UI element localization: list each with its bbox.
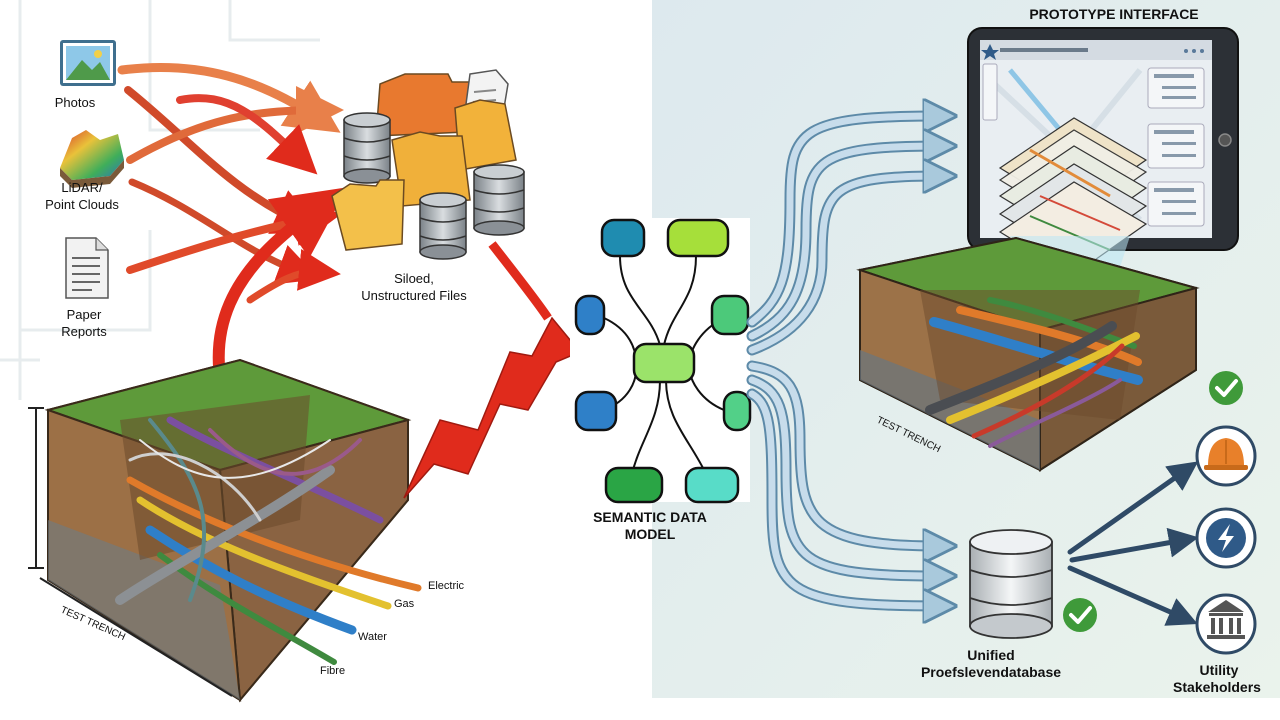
source-label-paper-line2: Reports bbox=[61, 324, 107, 339]
red-zigzag-arrow bbox=[403, 316, 582, 499]
database-label-line1: Unified bbox=[967, 647, 1014, 663]
model-node-center bbox=[632, 342, 696, 384]
government-building-icon bbox=[1195, 593, 1257, 655]
siloed-files-cluster bbox=[331, 69, 525, 260]
database-icon bbox=[343, 112, 391, 184]
photo-icon bbox=[60, 40, 116, 86]
semantic-model-title-line2: MODEL bbox=[625, 526, 676, 542]
model-node-darkgreen bbox=[604, 466, 664, 504]
database-label-line2: Proefslevendatabase bbox=[921, 664, 1061, 680]
power-icon bbox=[1195, 507, 1257, 569]
semantic-model-title-line1: SEMANTIC DATA bbox=[593, 509, 707, 525]
red-arrow-from-silo bbox=[488, 241, 552, 321]
prototype-interface-title: PROTOTYPE INTERFACE bbox=[1029, 6, 1198, 22]
model-node-green-upper bbox=[710, 294, 750, 336]
model-node-lime bbox=[666, 218, 730, 258]
utility-label-fibre: Fibre bbox=[320, 665, 345, 677]
model-node-aqua bbox=[684, 466, 740, 504]
unified-database-icon bbox=[969, 529, 1053, 639]
database-icon bbox=[473, 164, 525, 236]
folder-icon bbox=[331, 179, 405, 251]
utility-label-water: Water bbox=[358, 631, 387, 643]
utility-label-electric: Electric bbox=[428, 580, 465, 592]
stakeholders-label-line1: Utility bbox=[1200, 662, 1239, 678]
check-icon bbox=[1063, 598, 1097, 632]
right-trench-pipes bbox=[925, 297, 1143, 448]
source-arrows bbox=[117, 63, 348, 426]
model-node-teal bbox=[600, 218, 646, 258]
source-label-photos: Photos bbox=[55, 95, 96, 110]
check-icon bbox=[1209, 371, 1243, 405]
source-label-lidar-line1: LiDAR/ bbox=[61, 180, 103, 195]
source-label-lidar-line2: Point Clouds bbox=[45, 197, 119, 212]
database-icon bbox=[419, 192, 467, 260]
hard-hat-icon bbox=[1195, 425, 1257, 487]
left-trench-pipes bbox=[115, 416, 422, 665]
model-node-blue-upper bbox=[574, 294, 606, 336]
left-trench-dimension-line bbox=[28, 407, 233, 697]
document-icon bbox=[65, 237, 109, 299]
silo-label-line2: Unstructured Files bbox=[361, 288, 467, 303]
semantic-model-nodes bbox=[574, 218, 752, 504]
folder-icon bbox=[375, 73, 471, 137]
lidar-terrain-icon bbox=[60, 130, 124, 188]
stakeholder-arrows bbox=[1067, 461, 1199, 626]
model-node-green-lower bbox=[722, 390, 752, 432]
utility-label-gas: Gas bbox=[394, 598, 415, 610]
model-node-blue-lower bbox=[574, 390, 618, 432]
stakeholders-label-line2: Stakeholders bbox=[1173, 679, 1261, 695]
source-label-paper-line1: Paper bbox=[67, 307, 102, 322]
data-flow-arrows bbox=[746, 116, 940, 606]
silo-label-line1: Siloed, bbox=[394, 271, 434, 286]
